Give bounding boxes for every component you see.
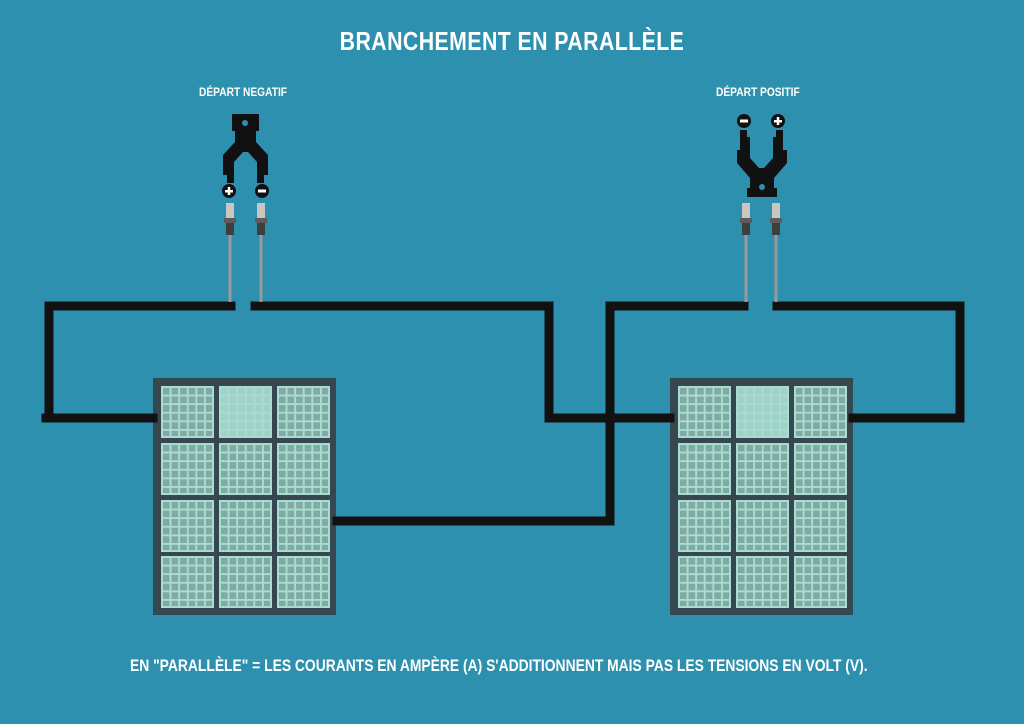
solar-cell: [161, 386, 214, 438]
solar-cell: [678, 500, 731, 552]
solar-cell: [736, 500, 789, 552]
solar-cell: [277, 386, 330, 438]
negative-connector-label: DÉPART NEGATIF: [199, 85, 288, 99]
solar-cell: [678, 556, 731, 608]
solar-cell: [219, 500, 272, 552]
plus-terminal-icon: [222, 184, 236, 198]
solar-cell: [678, 386, 731, 438]
positive-y-connector: [737, 114, 787, 302]
explanation-caption: EN "PARALLÈLE" = LES COURANTS EN AMPÈRE …: [130, 656, 868, 675]
solar-cell: [794, 386, 847, 438]
solar-cell: [219, 443, 272, 495]
solar-cell: [736, 443, 789, 495]
right-solar-panel: [670, 378, 853, 615]
solar-cell: [161, 500, 214, 552]
solar-cell: [219, 556, 272, 608]
solar-cell: [161, 443, 214, 495]
wire-positive-right: [772, 301, 965, 423]
wire-negative-left: [44, 301, 236, 417]
plus-terminal-icon: [771, 114, 785, 128]
minus-terminal-icon: [737, 114, 751, 128]
solar-cell: [794, 500, 847, 552]
positive-connector-label: DÉPART POSITIF: [716, 85, 800, 99]
minus-terminal-icon: [255, 184, 269, 198]
solar-cell: [736, 556, 789, 608]
diagram-title: BRANCHEMENT EN PARALLÈLE: [339, 26, 685, 56]
solar-cell: [161, 556, 214, 608]
solar-cell: [277, 500, 330, 552]
solar-cell: [794, 443, 847, 495]
solar-cell: [277, 556, 330, 608]
negative-y-connector: [222, 114, 269, 302]
wire-positive-left: [332, 301, 749, 526]
wires: [41, 301, 965, 526]
solar-cell: [678, 443, 731, 495]
solar-cell: [794, 556, 847, 608]
solar-cell-highlighted: [736, 386, 789, 438]
solar-cell: [277, 443, 330, 495]
left-solar-panel: [153, 378, 336, 615]
solar-cell-highlighted: [219, 386, 272, 438]
